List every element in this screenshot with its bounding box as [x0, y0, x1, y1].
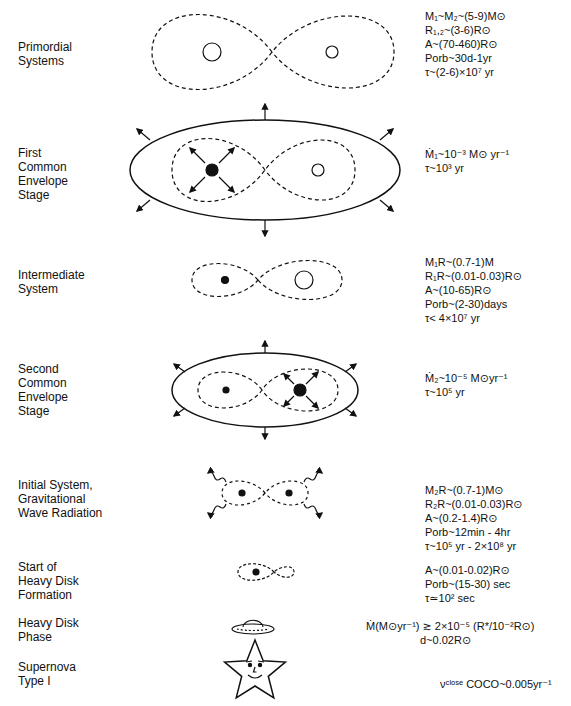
common-envelope	[172, 353, 358, 427]
parameter-text: M₂R~(0.7-1)M⊙	[425, 484, 504, 497]
roche-lobe	[192, 261, 342, 300]
parameter-text: τ~(2-6)×10⁷ yr	[425, 66, 494, 79]
parameter-text: Porb~30d-1yr	[425, 52, 492, 65]
parameter-text: Ṁ₁~10⁻³ M⊙ yr⁻¹	[425, 148, 509, 161]
stage-label: Primordial Systems	[18, 40, 90, 68]
parameter-text: Porb~12min - 4hr	[425, 526, 510, 539]
stage-label: First Common Envelope Stage	[18, 146, 80, 202]
outflow-arrows	[174, 341, 356, 439]
parameter-text: A~(10-65)R⊙	[425, 284, 491, 297]
parameter-text: νᶜˡᵒˢᵉ COCO~0.005yr⁻¹	[440, 678, 552, 691]
roche-lobe	[198, 369, 338, 411]
star	[326, 46, 338, 58]
star	[294, 384, 306, 396]
parameter-text: A~(70-460)R⊙	[425, 38, 498, 51]
roche-lobe	[172, 139, 355, 202]
parameter-text: R₂R~(0.01-0.03)R⊙	[425, 498, 523, 511]
parameter-text: Porb~(2-30)days	[425, 298, 507, 311]
stage-label: Intermediate System	[18, 268, 98, 296]
parameter-text: Ṁ₂~10⁻⁵ M⊙yr⁻¹	[425, 372, 508, 385]
star	[223, 387, 229, 393]
heavy-disk	[232, 620, 274, 634]
parameter-text: M₁R~(0.7-1)M	[425, 256, 494, 269]
parameter-text: τ≃10² sec	[425, 592, 475, 605]
parameter-text: τ< 4×10⁷ yr	[425, 312, 480, 325]
parameter-text: R₁R~(0.01-0.03)R⊙	[425, 270, 522, 283]
parameter-text: τ~10⁵ yr	[425, 386, 465, 399]
parameter-text: M₁~M₂~(5-9)M⊙	[425, 10, 506, 23]
star	[253, 569, 259, 575]
gravitational-waves	[208, 472, 322, 514]
common-envelope	[130, 120, 400, 220]
parameter-text: τ~10⁵ yr - 2×10⁸ yr	[425, 540, 516, 553]
outflow-arrows	[137, 104, 393, 236]
parameter-text: Ṁ(M⊙yr⁻¹) ≳ 2×10⁻⁵ (R*/10⁻²R⊙)	[366, 620, 535, 633]
parameter-text: τ~10³ yr	[425, 162, 464, 175]
star	[295, 271, 313, 289]
star	[312, 164, 324, 176]
star	[206, 164, 218, 176]
star	[203, 43, 221, 61]
supernova-star	[225, 640, 286, 698]
roche-lobe	[222, 481, 308, 505]
parameter-text: d~0.02R⊙	[420, 634, 471, 647]
star	[286, 490, 292, 496]
star	[239, 490, 245, 496]
parameter-text: Porb~(15-30) sec	[425, 578, 510, 591]
parameter-text: R₁,₂~(3-6)R⊙	[425, 24, 491, 37]
star	[222, 277, 229, 284]
stage-label: Start of Heavy Disk Formation	[18, 560, 88, 602]
parameter-text: A~(0.2-1.4)R⊙	[425, 512, 498, 525]
stage-label: Heavy Disk Phase	[18, 616, 88, 644]
stage-label: Supernova Type I	[18, 660, 88, 688]
parameter-text: A~(0.01-0.02)R⊙	[425, 564, 510, 577]
roche-lobe	[238, 564, 294, 581]
roche-lobe	[152, 15, 394, 90]
stage-label: Initial System, Gravitational Wave Radia…	[18, 478, 116, 520]
stage-label: Second Common Envelope Stage	[18, 362, 80, 418]
